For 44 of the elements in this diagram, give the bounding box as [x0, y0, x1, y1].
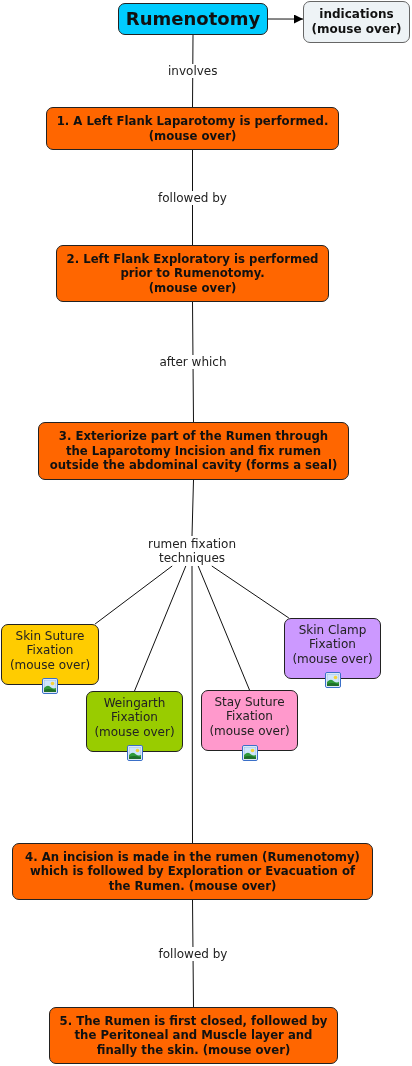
- connector-line: [192, 149, 193, 246]
- concept-text: (mouse over): [311, 22, 402, 37]
- edge-label: followed by: [156, 946, 230, 961]
- concept-text: indications: [319, 7, 394, 22]
- arrow: [267, 14, 304, 24]
- concept-text: Weingarth Fixation: [102, 695, 167, 725]
- concept-box: [284, 618, 381, 679]
- concept-box: [118, 3, 268, 35]
- concept-text: (mouse over): [94, 724, 175, 740]
- edge-label: followed by: [156, 190, 229, 205]
- connector-line: [191, 479, 194, 537]
- concept-text: (mouse over): [148, 128, 237, 143]
- connector-line: [192, 301, 194, 423]
- concept-box: [303, 1, 410, 43]
- concept-box: [86, 691, 183, 752]
- concept-box: [38, 422, 349, 480]
- concept-text: 1. A Left Flank Laparotomy is performed.: [56, 114, 329, 129]
- concept-text: 2. Left Flank Exploratory is performed prior to Rumenotomy.: [65, 251, 320, 281]
- concept-text: (mouse over): [148, 280, 237, 296]
- concept-text: (mouse over): [292, 651, 373, 667]
- connector-line: [134, 565, 187, 692]
- concept-box: [46, 107, 339, 150]
- concept-text: Skin Clamp Fixation: [297, 622, 368, 652]
- concept-box: [56, 245, 329, 302]
- concept-box: [49, 1007, 338, 1064]
- concept-text: (mouse over): [209, 723, 290, 739]
- connector-line: [211, 565, 290, 619]
- concept-text: 5. The Rumen is first closed, followed by the Peritoneal and Muscle layer and finally the skin. (mouse over): [58, 1013, 329, 1058]
- concept-box: [201, 690, 298, 751]
- linking-phrase: rumen fixation techniques: [130, 536, 254, 566]
- edge-label: involves: [166, 64, 220, 78]
- concept-text: Rumenotomy: [125, 8, 261, 30]
- concept-box: [12, 843, 373, 900]
- connector-line: [192, 899, 194, 1008]
- connector-line: [191, 565, 193, 844]
- concept-box: [1, 624, 99, 685]
- concept-text: 3. Exteriorize part of the Rumen through the Laparotomy Incision and fix rumen outside the abdominal cavity (forms a seal): [48, 429, 339, 473]
- connector-line: [197, 565, 250, 691]
- concept-text: Skin Suture Fixation: [14, 628, 86, 658]
- connector-line: [94, 565, 173, 625]
- edge-label: after which: [157, 355, 229, 369]
- concept-text: Stay Suture Fixation: [213, 694, 286, 724]
- concept-text: (mouse over): [9, 657, 91, 673]
- concept-text: 4. An incision is made in the rumen (Rumenotomy) which is followed by Exploration or Evacuation of the Rumen. (mouse over): [24, 849, 361, 894]
